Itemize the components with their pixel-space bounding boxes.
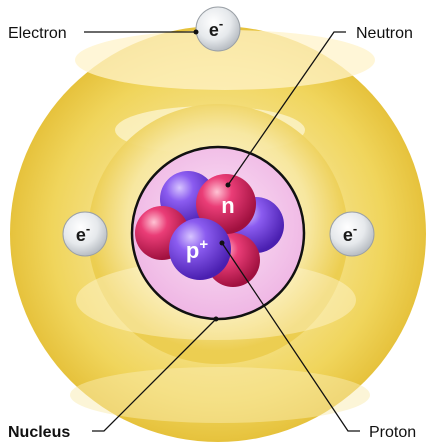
- electron-top-text: e-: [209, 16, 223, 40]
- electron-right-symbol: e: [343, 225, 353, 245]
- proton-symbol-text: p+: [186, 236, 208, 263]
- electron-right: e-: [329, 211, 375, 257]
- neutron-leader-dot: [225, 182, 231, 188]
- neutron-sphere-labeled: [196, 174, 256, 234]
- electron-left-text: e-: [76, 221, 90, 245]
- neutron-leader-line: [227, 31, 346, 186]
- neutron-label: Neutron: [356, 25, 413, 42]
- electron-top-charge: -: [219, 16, 223, 31]
- proton-sphere-labeled: [169, 218, 231, 280]
- proton-leader-dot: [219, 240, 225, 246]
- proton-label: Proton: [369, 424, 416, 441]
- electron-top-symbol: e: [209, 20, 219, 40]
- proton-charge: +: [199, 236, 208, 253]
- electron-right-charge: -: [353, 221, 357, 236]
- electron-particles: e- e- e-: [62, 6, 375, 257]
- electron-left: e-: [62, 211, 108, 257]
- electron-left-symbol: e: [76, 225, 86, 245]
- neutron-symbol: n: [221, 193, 234, 218]
- electron-leader-dot: [193, 29, 199, 35]
- electron-top: e-: [195, 6, 241, 52]
- leader-dots: [193, 29, 231, 322]
- electron-label: Electron: [8, 25, 67, 42]
- nucleus-leader-line: [92, 318, 217, 432]
- electron-left-charge: -: [86, 221, 90, 236]
- proton-symbol: p: [186, 238, 199, 263]
- outer-shell-highlight: [75, 30, 375, 90]
- nucleus-leader-dot: [213, 316, 219, 322]
- electron-right-text: e-: [343, 221, 357, 245]
- proton-leader-line: [221, 242, 360, 432]
- nucleus: n p+: [130, 145, 306, 321]
- nucleus-label: Nucleus: [8, 424, 70, 441]
- outer-shell-shadow: [70, 367, 370, 423]
- leader-lines: [84, 31, 360, 432]
